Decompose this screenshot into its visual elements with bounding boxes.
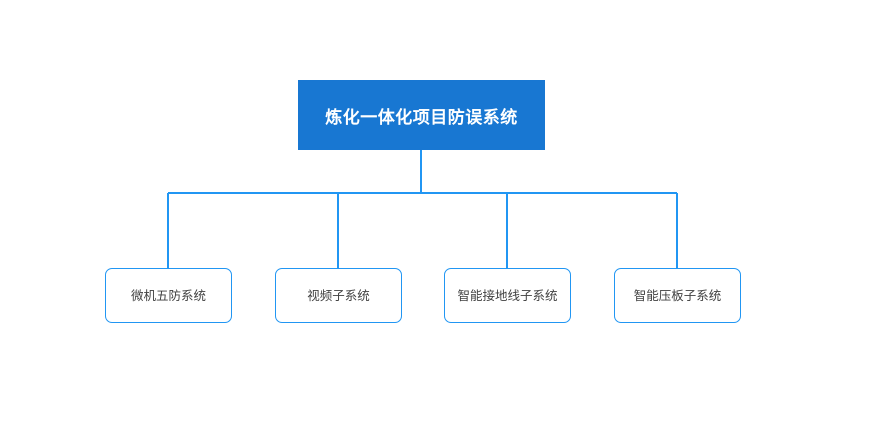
child-node-3-label: 智能接地线子系统 bbox=[457, 288, 558, 303]
child-node-2[interactable]: 视频子系统 bbox=[275, 268, 402, 323]
child-node-2-label: 视频子系统 bbox=[307, 288, 370, 303]
root-node-label: 炼化一体化项目防误系统 bbox=[325, 107, 518, 128]
child-node-1-label: 微机五防系统 bbox=[130, 288, 206, 303]
child-node-4[interactable]: 智能压板子系统 bbox=[614, 268, 741, 323]
root-node[interactable]: 炼化一体化项目防误系统 bbox=[298, 80, 545, 150]
child-node-4-label: 智能压板子系统 bbox=[633, 288, 722, 303]
child-node-1[interactable]: 微机五防系统 bbox=[105, 268, 232, 323]
child-node-3[interactable]: 智能接地线子系统 bbox=[444, 268, 571, 323]
